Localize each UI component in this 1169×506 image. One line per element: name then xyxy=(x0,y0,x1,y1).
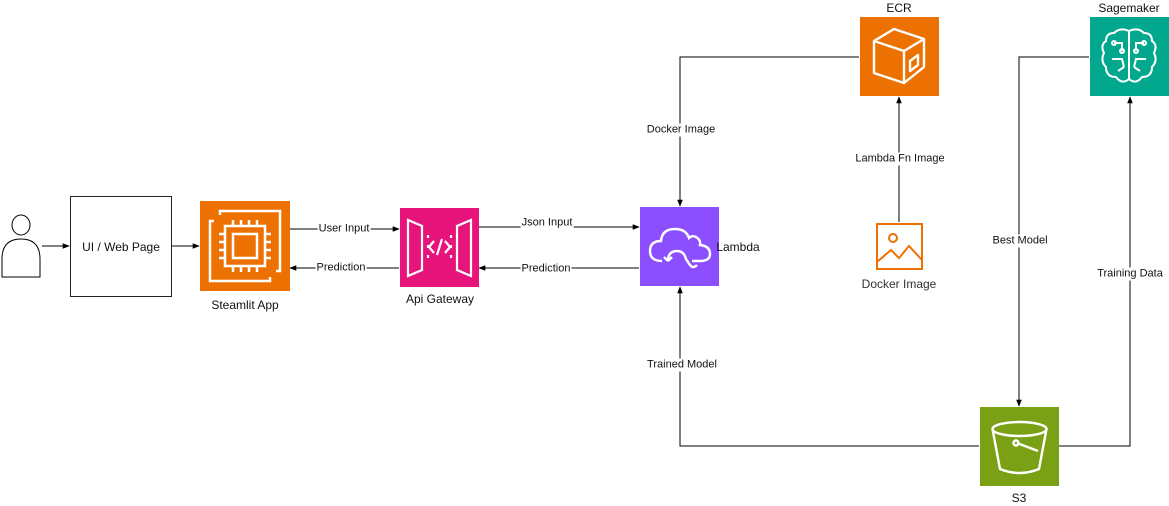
streamlit-label: Steamlit App xyxy=(211,298,279,312)
edge-label-best-model: Best Model xyxy=(991,234,1049,248)
sagemaker-brain-icon[interactable] xyxy=(1090,17,1169,96)
api-gateway-icon[interactable] xyxy=(400,208,479,287)
user-icon[interactable] xyxy=(0,213,42,278)
edge-s3-to-lambda xyxy=(677,286,979,447)
sagemaker-label: Sagemaker xyxy=(1098,1,1160,15)
ecr-label: ECR xyxy=(886,1,912,15)
docker-image-label: Docker Image xyxy=(861,277,937,291)
s3-label: S3 xyxy=(1011,491,1027,505)
edge-label-lambda-fn-image: Lambda Fn Image xyxy=(854,152,946,166)
edge-label-user-input: User Input xyxy=(317,222,371,236)
lambda-cloud-icon[interactable] xyxy=(640,207,719,286)
ui-web-page-node[interactable]: UI / Web Page xyxy=(70,196,172,297)
ec2-chip-icon[interactable] xyxy=(200,201,290,291)
image-icon[interactable] xyxy=(875,222,924,271)
edge-label-json-input: Json Input xyxy=(520,216,574,230)
edge-label-trained-model: Trained Model xyxy=(646,358,718,372)
edge-label-prediction-1: Prediction xyxy=(315,261,367,275)
edge-label-training-data: Training Data xyxy=(1096,267,1164,281)
ecr-container-icon[interactable] xyxy=(860,17,939,96)
api-gateway-label: Api Gateway xyxy=(405,292,475,306)
edge-ecr-to-lambda xyxy=(677,56,859,207)
s3-bucket-icon[interactable] xyxy=(980,407,1059,486)
edge-s3-to-sagemaker xyxy=(1059,96,1133,447)
edge-label-prediction-2: Prediction xyxy=(520,262,572,276)
edge-label-docker-image: Docker Image xyxy=(645,123,717,137)
lambda-label: Lambda xyxy=(716,240,760,254)
edge-sagemaker-to-s3 xyxy=(1016,56,1089,407)
ui-web-page-label: UI / Web Page xyxy=(82,239,160,254)
